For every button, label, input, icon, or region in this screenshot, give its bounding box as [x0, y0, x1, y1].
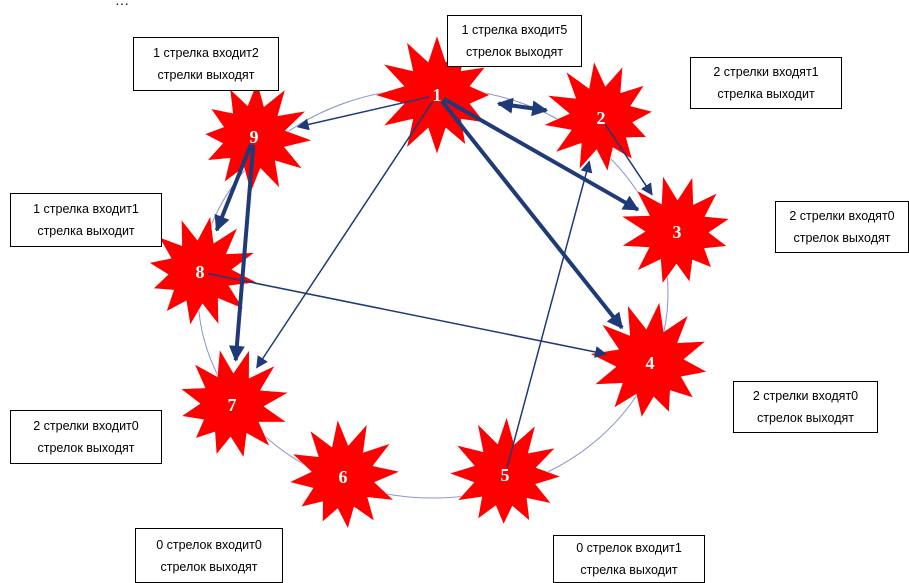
label-node-6-line2: стрелок выходят	[160, 559, 258, 574]
label-node-9-line1: 1 стрелка входит2	[153, 46, 259, 60]
label-node-9-line2: стрелки выходят	[157, 68, 255, 82]
node-star-6	[288, 418, 401, 530]
label-node-2: 2 стрелки входят1 стрелка выходит	[690, 57, 842, 109]
label-node-8-line1: 1 стрелка входит1	[33, 202, 139, 216]
label-node-5: 0 стрелок входит1 стрелка выходит	[553, 535, 705, 583]
node-number-3: 3	[673, 222, 682, 242]
label-node-3-line1: 2 стрелки входят0	[789, 209, 895, 223]
label-node-4-line2: стрелок выходят	[757, 411, 854, 425]
label-node-2-line1: 2 стрелки входят1	[713, 65, 819, 79]
label-node-8: 1 стрелка входит1 стрелка выходит	[10, 193, 162, 247]
node-star-3	[620, 175, 731, 285]
label-node-8-line2: стрелка выходит	[37, 224, 135, 238]
edge-8-to-4	[207, 272, 608, 358]
label-node-4: 2 стрелки входят0 стрелок выходят	[733, 381, 878, 433]
node-number-5: 5	[501, 465, 510, 485]
cropped-header-text: …	[115, 0, 129, 8]
node-star-2	[542, 60, 654, 172]
node-number-6: 6	[339, 467, 348, 487]
label-node-2-line2: стрелка выходит	[717, 87, 815, 101]
edge-2-to-3	[604, 124, 653, 196]
label-node-1-line2: стрелок выходят	[465, 45, 563, 59]
node-number-4: 4	[646, 353, 655, 373]
node-star-4	[589, 301, 708, 419]
label-node-5-line1: 0 стрелок входит1	[576, 541, 682, 555]
edge-5-to-2	[506, 160, 593, 468]
label-node-3: 2 стрелки входят0 стрелок выходят	[775, 201, 909, 253]
label-node-6: 0 стрелок входит0 стрелок выходят	[135, 528, 283, 583]
edge-9-to-7	[228, 144, 256, 362]
label-node-1-line1: 1 стрелка входит5	[461, 23, 568, 37]
label-node-4-line1: 2 стрелки входят0	[752, 389, 859, 403]
label-node-3-line2: стрелок выходят	[793, 231, 891, 245]
label-node-5-line2: стрелка выходит	[580, 563, 678, 577]
edge-1-to-9	[296, 96, 430, 131]
node-number-1: 1	[433, 85, 442, 105]
node-star-5	[448, 416, 562, 525]
node-star-7	[180, 348, 290, 459]
label-node-9: 1 стрелка входит2 стрелки выходят	[133, 37, 279, 91]
edge-9-to-8	[214, 143, 253, 232]
edge-1-to-7	[256, 101, 434, 369]
label-node-7-line2: стрелок выходят	[37, 441, 135, 455]
node-number-7: 7	[228, 395, 237, 415]
edge-1-to-4	[440, 100, 624, 330]
label-node-7: 2 стрелки входит0 стрелок выходят	[10, 410, 162, 464]
node-number-8: 8	[196, 262, 205, 282]
edge-1-to-3	[442, 97, 640, 212]
label-node-7-line1: 2 стрелки входит0	[33, 419, 139, 433]
label-node-1: 1 стрелка входит5 стрелок выходят	[447, 15, 582, 67]
node-number-9: 9	[250, 127, 259, 147]
edge-1-to-2	[496, 97, 549, 117]
label-node-6-line1: 0 стрелок входит0	[156, 537, 262, 552]
node-number-2: 2	[597, 108, 606, 128]
